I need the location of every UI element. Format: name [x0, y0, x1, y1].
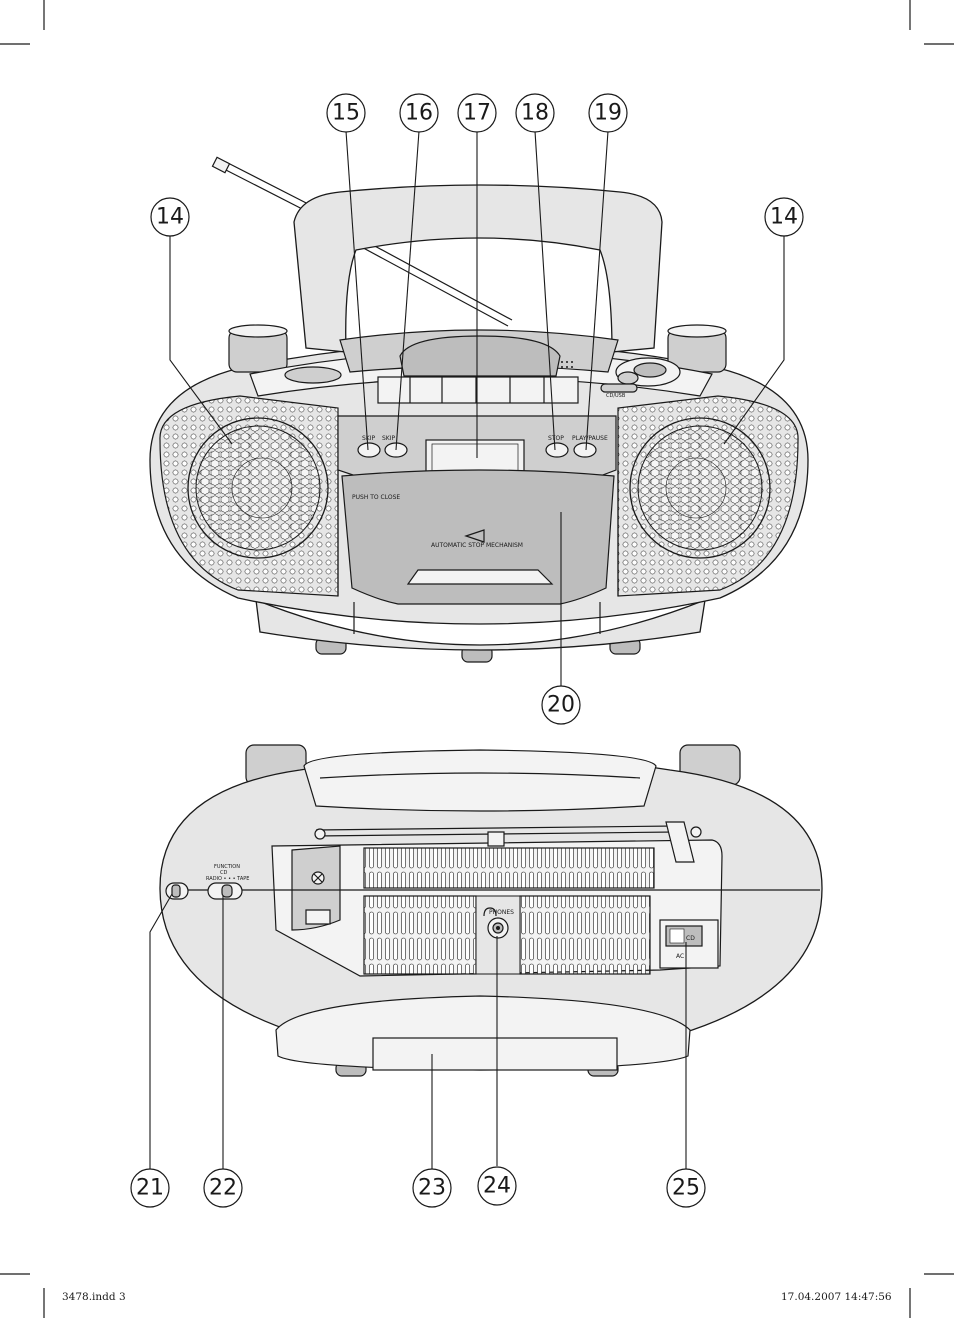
stop-label: STOP — [548, 435, 564, 442]
callout-24: 24 — [477, 1166, 517, 1206]
function-switch-labels: FUNCTION CD RADIO • • • TAPE — [206, 864, 249, 882]
callout-label: 14 — [770, 205, 798, 230]
handle — [293, 184, 663, 353]
rear-antenna — [291, 821, 702, 931]
ac-socket[interactable]: CD AC — [659, 919, 719, 969]
callout-23: 23 — [412, 1168, 452, 1208]
cassette-door[interactable] — [341, 469, 615, 605]
right-knob — [667, 324, 727, 373]
callout-label: 19 — [594, 101, 622, 126]
play-pause-button[interactable]: PLAY/PAUSE — [572, 435, 608, 458]
callout-16: 16 — [399, 93, 439, 133]
footer-file-name: 3478.indd 3 — [62, 1291, 126, 1303]
callout-label: 23 — [418, 1176, 446, 1201]
callout-label: 14 — [156, 205, 184, 230]
callout-18: 18 — [515, 93, 555, 133]
callout-25: 25 — [666, 1168, 706, 1208]
headphone-icon — [483, 907, 497, 917]
callout-label: 22 — [209, 1176, 237, 1201]
play-pause-label: PLAY/PAUSE — [572, 435, 608, 442]
callout-15: 15 — [326, 93, 366, 133]
phones-label: PHONES — [489, 909, 514, 916]
push-to-close-label: PUSH TO CLOSE — [352, 494, 400, 501]
tape-keys — [377, 376, 579, 404]
function-cd-label: CD — [220, 870, 227, 876]
function-title-label: FUNCTION — [214, 864, 240, 870]
callout-label: 18 — [521, 101, 549, 126]
callout-label: 17 — [463, 101, 491, 126]
function-options-label: RADIO • • • TAPE — [206, 876, 249, 882]
function-buttons: CD/USB — [600, 357, 681, 399]
callout-21: 21 — [130, 1168, 170, 1208]
side-switch[interactable] — [165, 882, 189, 900]
callout-label: 24 — [483, 1174, 511, 1199]
callout-14-left: 14 — [150, 197, 190, 237]
callout-label: 25 — [672, 1176, 700, 1201]
front-view: CD/USB SKIP SKIP — [149, 156, 809, 663]
callout-17: 17 — [457, 93, 497, 133]
back-view: PHONES CD AC FUNCTION CD RADIO • • • TAP… — [159, 744, 823, 1077]
lid-dots — [561, 361, 573, 368]
lower-left-vent — [363, 895, 477, 975]
skip-forward-label: SKIP — [382, 435, 396, 442]
stop-button[interactable]: STOP — [545, 435, 569, 458]
callout-label: 15 — [332, 101, 360, 126]
skip-back-label: SKIP — [362, 435, 376, 442]
callout-22: 22 — [203, 1168, 243, 1208]
cd-switch-label: CD — [686, 935, 695, 942]
footer-timestamp: 17.04.2007 14:47:56 — [781, 1291, 892, 1303]
ac-label: AC — [676, 953, 684, 960]
callout-label: 21 — [136, 1176, 164, 1201]
callout-19: 19 — [588, 93, 628, 133]
cd-usb-label: CD/USB — [606, 393, 626, 399]
upper-vent — [363, 847, 655, 889]
lower-right-vent — [519, 895, 651, 975]
headphone-jack[interactable] — [487, 917, 509, 939]
top-oval-left — [284, 366, 342, 384]
skip-back-button[interactable]: SKIP — [357, 435, 381, 458]
callout-14-right: 14 — [764, 197, 804, 237]
leader-lines — [149, 130, 785, 1169]
right-speaker — [617, 395, 799, 597]
callout-label: 20 — [547, 693, 575, 718]
battery-cover[interactable] — [372, 1037, 618, 1071]
phones-label-group: PHONES — [483, 907, 514, 917]
function-switch[interactable] — [207, 882, 243, 900]
callout-20: 20 — [541, 685, 581, 725]
left-speaker — [159, 395, 339, 597]
automatic-stop-label: AUTOMATIC STOP MECHANISM — [431, 542, 523, 549]
left-knob — [228, 324, 288, 373]
callout-label: 16 — [405, 101, 433, 126]
